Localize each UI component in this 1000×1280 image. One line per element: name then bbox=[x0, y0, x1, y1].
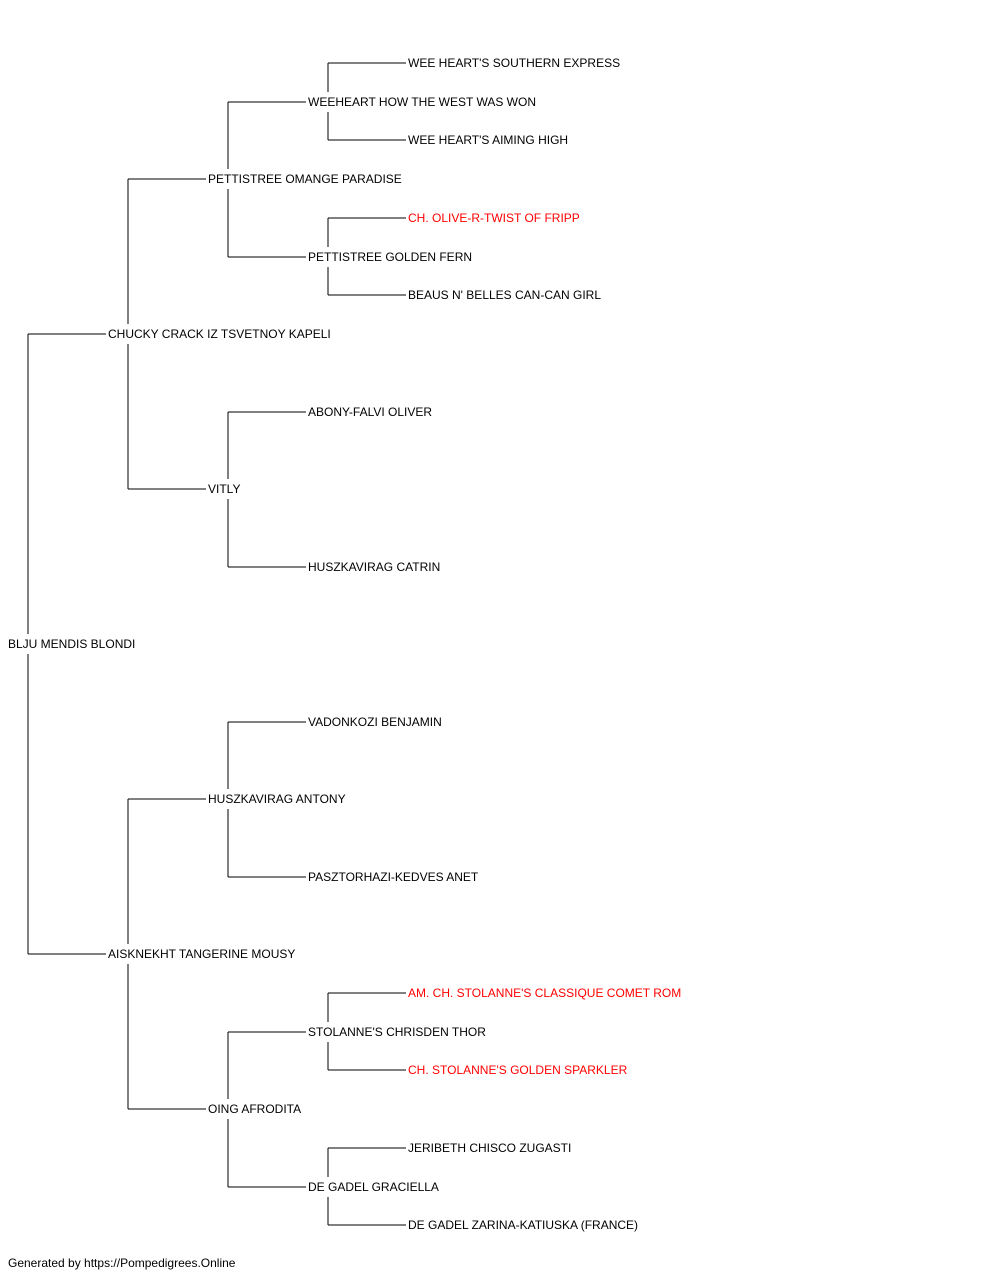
ancestor-name: DE GADEL ZARINA-KATIUSKA (FRANCE) bbox=[408, 1218, 638, 1232]
ancestor-name: WEE HEART'S SOUTHERN EXPRESS bbox=[408, 56, 620, 70]
footer-credit: Generated by https://Pompedigrees.Online bbox=[8, 1256, 236, 1270]
ancestor-name: HUSZKAVIRAG CATRIN bbox=[308, 560, 440, 574]
ancestor-name: AM. CH. STOLANNE'S CLASSIQUE COMET ROM bbox=[408, 986, 681, 1000]
ancestor-name: PETTISTREE GOLDEN FERN bbox=[308, 250, 472, 264]
ancestor-name: CH. STOLANNE'S GOLDEN SPARKLER bbox=[408, 1063, 628, 1077]
ancestor-name: BEAUS N' BELLES CAN-CAN GIRL bbox=[408, 288, 601, 302]
ancestor-name: STOLANNE'S CHRISDEN THOR bbox=[308, 1025, 486, 1039]
ancestor-name: JERIBETH CHISCO ZUGASTI bbox=[408, 1141, 571, 1155]
ancestor-name: WEEHEART HOW THE WEST WAS WON bbox=[308, 95, 536, 109]
ancestor-name: CH. OLIVE-R-TWIST OF FRIPP bbox=[408, 211, 580, 225]
ancestor-name: DE GADEL GRACIELLA bbox=[308, 1180, 439, 1194]
ancestor-name: ABONY-FALVI OLIVER bbox=[308, 405, 432, 419]
subject-name: BLJU MENDIS BLONDI bbox=[8, 637, 135, 651]
ancestor-name: VITLY bbox=[208, 482, 240, 496]
ancestor-name: OING AFRODITA bbox=[208, 1102, 301, 1116]
ancestor-name: VADONKOZI BENJAMIN bbox=[308, 715, 442, 729]
ancestor-name: PETTISTREE OMANGE PARADISE bbox=[208, 172, 402, 186]
ancestor-name: CHUCKY CRACK IZ TSVETNOY KAPELI bbox=[108, 327, 331, 341]
ancestor-name: HUSZKAVIRAG ANTONY bbox=[208, 792, 346, 806]
ancestor-name: PASZTORHAZI-KEDVES ANET bbox=[308, 870, 479, 884]
ancestor-name: AISKNEKHT TANGERINE MOUSY bbox=[108, 947, 295, 961]
ancestor-name: WEE HEART'S AIMING HIGH bbox=[408, 133, 568, 147]
